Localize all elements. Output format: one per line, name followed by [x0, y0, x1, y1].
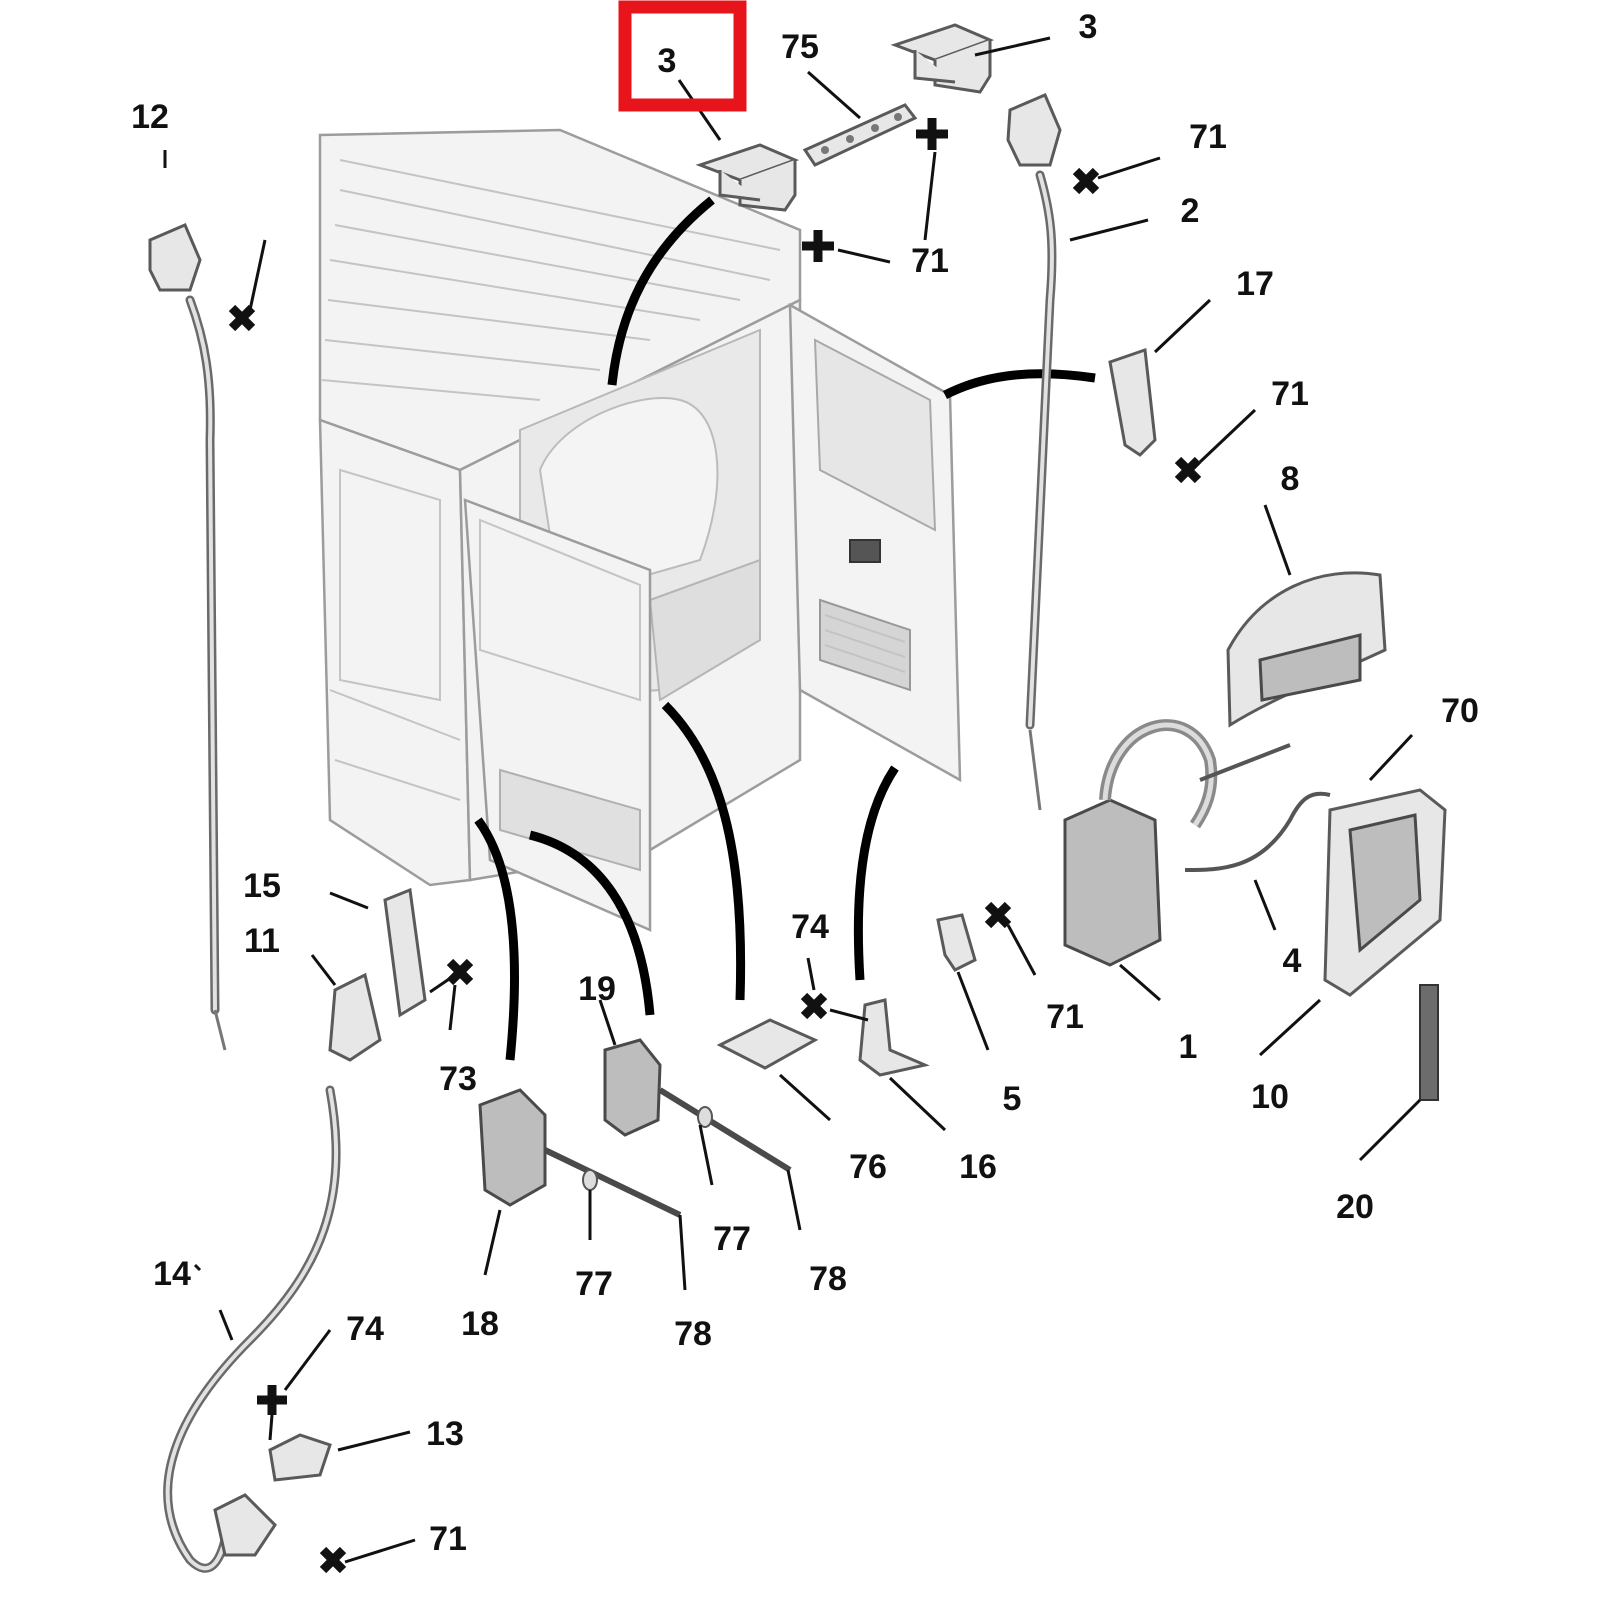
callout-13: 13	[426, 1415, 464, 1453]
callout-70: 70	[1441, 692, 1479, 730]
bracket-16	[858, 998, 930, 1077]
rod-4	[1184, 743, 1331, 872]
callout-1: 1	[1179, 1028, 1198, 1066]
callout-76: 76	[849, 1148, 887, 1186]
leader-lines	[163, 36, 1422, 1564]
callout-19: 19	[578, 970, 616, 1008]
callout-8: 8	[1281, 460, 1300, 498]
van-body	[318, 128, 962, 932]
cable-14	[163, 1085, 341, 1573]
callout-18: 18	[461, 1305, 499, 1343]
plate-76	[716, 1018, 819, 1070]
lamp-8	[1226, 571, 1387, 728]
latch-15-11	[328, 887, 427, 1062]
callout-10: 10	[1251, 1078, 1289, 1116]
callout-labels: 3 3 75 71 71 2 12 17 71 8 70 4 1 10 20 5…	[131, 8, 1479, 1558]
callout-77: 77	[575, 1265, 613, 1303]
callout-78: 78	[809, 1260, 847, 1298]
callout-2: 2	[1181, 192, 1200, 230]
callout-74: 74	[346, 1310, 384, 1348]
callout-17: 17	[1236, 265, 1274, 303]
hinge-3-center	[695, 143, 800, 212]
callout-71: 71	[911, 242, 949, 280]
callout-78: 78	[674, 1315, 712, 1353]
buffer-19	[603, 1038, 792, 1173]
latch-2	[1006, 93, 1062, 811]
callout-77: 77	[713, 1220, 751, 1258]
lock-1	[1063, 719, 1218, 967]
callout-74: 74	[791, 908, 829, 946]
seal-20	[1419, 984, 1439, 1101]
callout-71: 71	[1046, 998, 1084, 1036]
connector-curves	[474, 196, 1096, 1061]
callout-20: 20	[1336, 1188, 1374, 1226]
hinge-3-top	[890, 23, 995, 94]
callout-75: 75	[781, 28, 819, 66]
callout-3: 3	[1079, 8, 1098, 46]
fasteners	[228, 118, 1202, 1574]
bracket-5	[936, 913, 977, 972]
callout-5: 5	[1003, 1080, 1022, 1118]
callout-3-highlight: 3	[658, 42, 677, 80]
callout-11: 11	[244, 922, 280, 960]
callout-4: 4	[1283, 942, 1302, 980]
callout-71: 71	[1189, 118, 1227, 156]
callout-14: 14	[153, 1255, 191, 1293]
bracket-17	[1108, 347, 1157, 457]
callout-12: 12	[131, 98, 169, 136]
callout-15: 15	[243, 867, 281, 905]
handle-10	[1323, 788, 1447, 997]
callout-73: 73	[439, 1060, 477, 1098]
highlight-box	[618, 0, 747, 112]
part-13	[268, 1433, 332, 1482]
strip-75	[802, 103, 918, 167]
callout-71: 71	[1271, 375, 1309, 413]
buffer-18	[478, 1088, 682, 1218]
latch-12	[148, 223, 227, 1051]
callout-71: 71	[429, 1520, 467, 1558]
callout-16: 16	[959, 1148, 997, 1186]
